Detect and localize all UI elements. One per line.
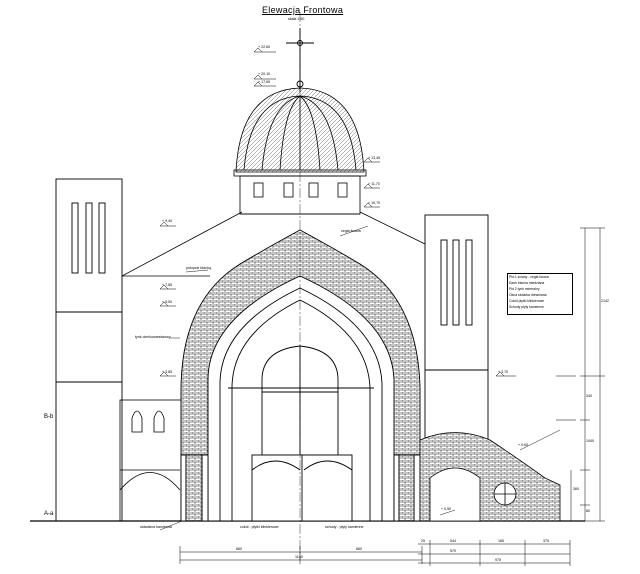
legend-row: Pkt.1 ściany - cegła licowa — [509, 275, 549, 279]
dim-bottom: 165 — [498, 539, 504, 543]
dim-bottom: 975 — [495, 558, 501, 562]
left-tower — [55, 178, 123, 522]
level-markers — [159, 47, 576, 421]
legend-row: Cokół płytki klinkierowe — [509, 299, 545, 303]
level-drum-2: + 11,70 — [368, 182, 380, 186]
main-facade — [180, 229, 421, 522]
right-tower — [424, 214, 489, 522]
level-drum-3: + 10,70 — [368, 201, 381, 205]
dim-bottom: 570 — [450, 549, 456, 553]
level-3: + 3,85 — [162, 370, 173, 374]
legend-row: Schody płyty kamienne — [509, 305, 544, 309]
base-note-3: schody - płyty kamienne — [325, 525, 364, 529]
dimension-right — [570, 227, 605, 522]
level-2: + 5,50 — [162, 300, 173, 304]
dim-right: 2142 — [601, 299, 609, 303]
legend-row: Okna stolarka drewniana — [509, 293, 547, 297]
dim-bottom: 375 — [543, 539, 549, 543]
base-note-1: okładzina kamienna — [140, 525, 172, 529]
base-note-2: cokół - płytki klinkierowe — [240, 525, 279, 529]
level-cross-2: + 20,10 — [258, 72, 271, 76]
scale-label: skala 1:50 — [288, 17, 305, 21]
drawing-title: Elewacja Frontowa — [262, 5, 344, 15]
facade-note-3: tynk cienkowarstwowy — [135, 335, 171, 339]
dim-bottom: 544 — [450, 539, 456, 543]
dim-bottom: 1140 — [295, 555, 303, 559]
leader-lines — [159, 225, 561, 531]
dimension-bottom — [179, 540, 571, 566]
axis-left: B-b — [44, 414, 54, 420]
material-legend: Pkt.1 ściany - cegła licowa Dach blacha … — [507, 273, 573, 315]
dim-bottom: 660 — [356, 547, 362, 551]
level-drum-1: + 13,45 — [368, 156, 381, 160]
level-gable-left: + 9,40 — [162, 219, 173, 223]
legend-row: Dach blacha miedziana — [509, 281, 545, 285]
facade-note-2: pokrycie blachą — [186, 266, 211, 270]
roof-lines — [121, 211, 426, 277]
dim-right: 360 — [573, 487, 579, 491]
level-cross-1: + 22,60 — [258, 45, 271, 49]
legend-row: Pkt.2 tynk mineralny — [509, 287, 540, 291]
right-wing — [419, 432, 561, 522]
dim-right: 80 — [586, 509, 590, 513]
level-1: + 7,85 — [162, 283, 173, 287]
dim-right: 340 — [586, 394, 592, 398]
facade-note-1: cegła licowa — [341, 229, 361, 233]
dim-bottom: 660 — [236, 547, 242, 551]
dim-bottom: 25 — [421, 539, 425, 543]
right-level: + 3,70 — [498, 370, 509, 374]
dim-right: 1040 — [586, 439, 594, 443]
axis-left-low: A-a — [44, 511, 54, 517]
left-annex — [119, 399, 183, 522]
right-low-1: + 0,60 — [518, 443, 529, 447]
circle-note: + 0,50 — [441, 507, 452, 511]
level-dome-1: + 17,65 — [258, 80, 271, 84]
